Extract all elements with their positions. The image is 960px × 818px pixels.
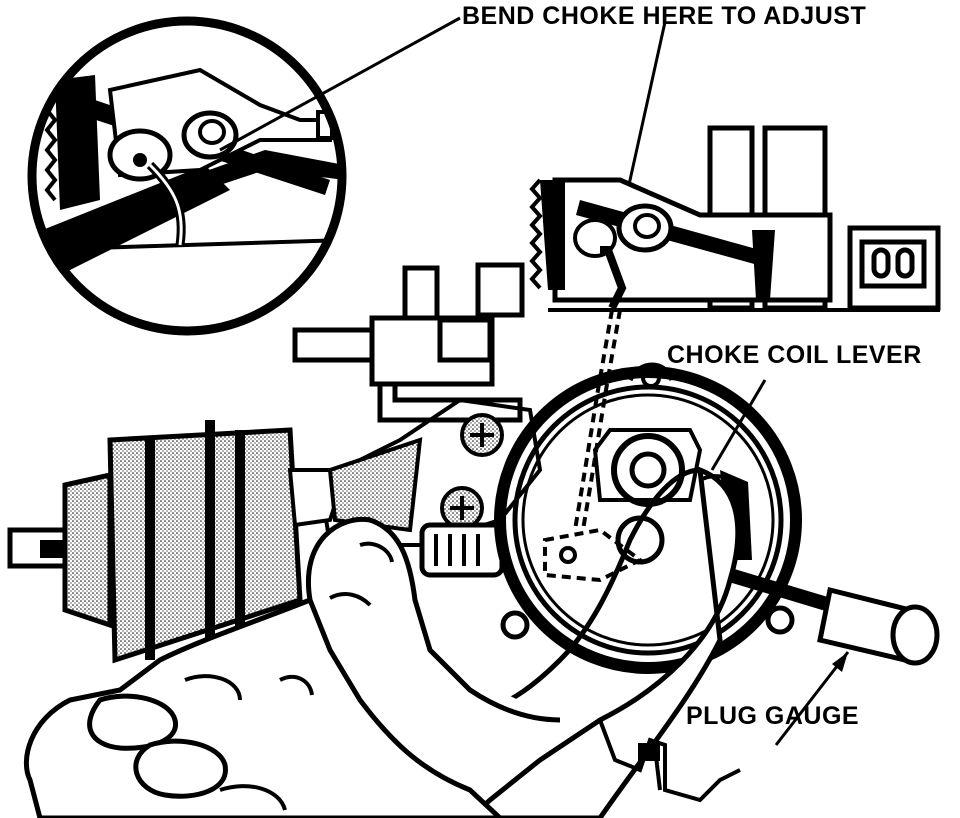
plug-gauge <box>727 568 940 666</box>
inset-detail <box>32 67 342 285</box>
choke-rod-hidden <box>573 309 614 531</box>
label-plug-gauge: PLUG GAUGE <box>686 702 860 730</box>
lower-linkage <box>598 719 741 803</box>
inset-circle-border <box>27 16 347 336</box>
screw-boss-upper <box>460 413 504 457</box>
label-bend-choke: BEND CHOKE HERE TO ADJUST <box>462 2 867 30</box>
leader-bend-inset <box>219 16 461 152</box>
screw-boss-lower <box>440 486 484 530</box>
vacuum-diaphragm <box>7 420 423 664</box>
carburetor-upper-body <box>552 125 941 311</box>
choke-housing <box>494 362 802 674</box>
middle-housing <box>292 262 525 423</box>
leader-plug-gauge <box>774 651 850 746</box>
choke-rod-bend <box>600 246 627 310</box>
threaded-fitting <box>419 522 505 578</box>
technician-hands <box>23 466 741 818</box>
label-choke-coil-lever: CHOKE COIL LEVER <box>667 341 922 369</box>
inset-magnified-view <box>27 16 347 336</box>
plug-gauge-arrowhead <box>832 652 848 672</box>
